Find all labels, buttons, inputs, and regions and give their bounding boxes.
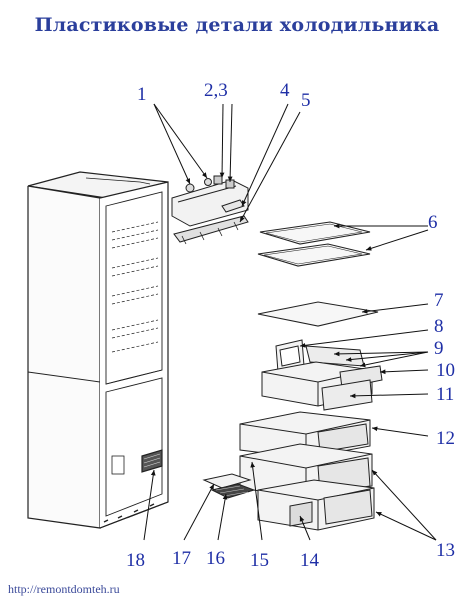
callout-13: 13 — [436, 540, 455, 561]
callout-10: 10 — [436, 360, 455, 381]
callout-8: 8 — [434, 316, 444, 337]
refrigerator-body — [27, 171, 169, 529]
small-drawer-parts-8-11 — [261, 339, 383, 411]
callout-17: 17 — [172, 548, 191, 569]
glass-shelves-part-6 — [257, 221, 371, 267]
footer-url[interactable]: http://remontdomteh.ru — [8, 582, 120, 596]
leader-lines — [143, 103, 437, 541]
diagram-title: Пластиковые детали холодильника — [34, 14, 440, 36]
callout-4: 4 — [280, 80, 290, 101]
callout-1: 1 — [137, 84, 147, 105]
shelf-cover-part-7 — [257, 301, 379, 327]
callout-18: 18 — [126, 550, 145, 571]
callout-11: 11 — [436, 384, 454, 405]
callout-9: 9 — [434, 338, 444, 359]
callout-5: 5 — [301, 90, 311, 111]
control-unit-parts-1-5 — [171, 175, 249, 245]
callout-7: 7 — [434, 290, 444, 311]
callout-16: 16 — [206, 548, 225, 569]
callout-6: 6 — [428, 212, 438, 233]
callout-12: 12 — [436, 428, 455, 449]
callout-14: 14 — [300, 550, 320, 571]
ice-tray-parts-16-17 — [202, 473, 256, 499]
vent-grille-part-18 — [141, 449, 163, 473]
callout-2-3: 2,3 — [204, 80, 228, 101]
callout-15: 15 — [250, 550, 269, 571]
large-drawers-parts-12-15 — [239, 411, 375, 531]
callout-numbers: 1 2,3 4 5 6 7 8 9 10 11 12 13 14 15 16 1… — [126, 80, 455, 571]
